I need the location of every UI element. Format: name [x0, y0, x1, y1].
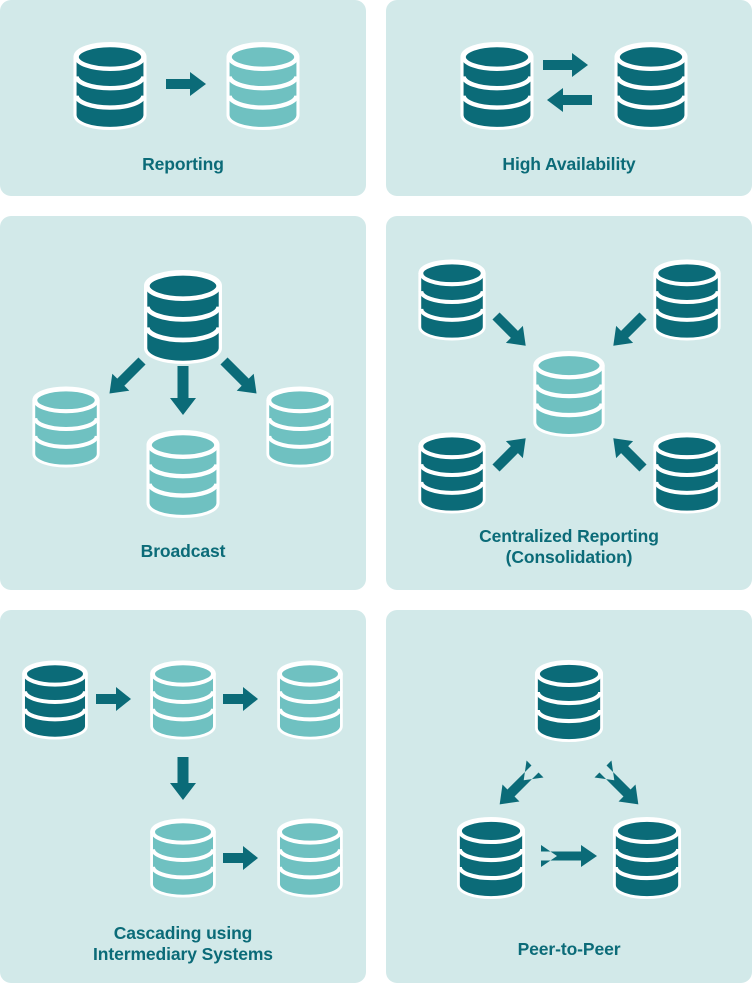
broadcast-illustration	[0, 216, 366, 590]
arrow-primary-to-secondary	[543, 53, 588, 77]
target-database-bottom-right	[280, 821, 340, 894]
caption-line: Reporting	[142, 154, 224, 174]
source-database	[25, 663, 85, 736]
arrow-bottom-left-to-bottom-right	[223, 846, 258, 870]
intermediary-database	[153, 663, 213, 736]
caption-line: Broadcast	[140, 541, 226, 561]
caption-line: Cascading using	[113, 923, 253, 943]
primary-database	[464, 45, 531, 127]
arrow-top-to-bottom-left	[499, 760, 544, 805]
arrow-top-left-to-center	[492, 312, 526, 346]
arrow-intermediary-to-bottom	[170, 757, 196, 800]
panel-caption-high-availability: High Availability	[386, 154, 752, 175]
panel-caption-reporting: Reporting	[0, 154, 366, 175]
arrow-source-to-left	[109, 357, 146, 394]
arrow-intermediary-to-top-right	[223, 687, 258, 711]
caption-line: High Availability	[502, 154, 636, 174]
consolidated-database-center	[536, 354, 601, 434]
high-availability-illustration	[386, 0, 752, 196]
source-database-top-right	[656, 262, 718, 337]
source-database	[77, 45, 144, 127]
cascading-illustration	[0, 610, 366, 983]
arrow-top-to-bottom-right	[594, 760, 639, 805]
arrow-secondary-to-primary	[547, 88, 592, 112]
arrow-top-right-to-center	[613, 312, 647, 346]
panel-cascading: Cascading using Intermediary Systems	[0, 610, 366, 983]
peer-database-top	[538, 663, 600, 739]
target-database-right	[269, 389, 331, 464]
panel-caption-cascading: Cascading using Intermediary Systems	[0, 923, 366, 965]
panel-centralized-reporting: Centralized Reporting (Consolidation)	[386, 216, 752, 590]
panel-caption-centralized-reporting: Centralized Reporting (Consolidation)	[386, 526, 752, 568]
source-database-bottom-right	[656, 435, 718, 510]
source-database-top-left	[421, 262, 483, 337]
caption-line: Peer-to-Peer	[517, 939, 621, 959]
caption-line: (Consolidation)	[505, 547, 633, 567]
peer-to-peer-illustration	[386, 610, 752, 983]
panel-caption-peer-to-peer: Peer-to-Peer	[386, 939, 752, 960]
arrow-source-to-intermediary	[96, 687, 131, 711]
reporting-illustration	[0, 0, 366, 196]
target-database-center	[150, 433, 217, 515]
source-database-bottom-left	[421, 435, 483, 510]
arrow-bottom-left-to-center	[492, 438, 526, 472]
arrow-bottom-left-to-bottom-right	[541, 845, 597, 867]
panel-broadcast: Broadcast	[0, 216, 366, 590]
source-database	[147, 273, 218, 360]
panel-high-availability: High Availability	[386, 0, 752, 196]
peer-database-bottom-right	[616, 820, 678, 896]
target-database	[230, 45, 297, 127]
panel-caption-broadcast: Broadcast	[0, 541, 366, 562]
arrow-source-to-center	[170, 366, 196, 415]
target-database-bottom-left	[153, 821, 213, 894]
caption-line: Intermediary Systems	[93, 944, 273, 964]
centralized-reporting-illustration	[386, 216, 752, 590]
target-database-top-right	[280, 663, 340, 736]
arrow-source-to-right	[220, 357, 257, 394]
target-database-left	[35, 389, 97, 464]
peer-database-bottom-left	[460, 820, 522, 896]
arrow-bottom-right-to-center	[613, 438, 647, 472]
panel-peer-to-peer: Peer-to-Peer	[386, 610, 752, 983]
caption-line: Centralized Reporting	[479, 526, 659, 546]
arrow-source-to-target	[166, 72, 206, 96]
secondary-database	[618, 45, 685, 127]
panel-reporting: Reporting	[0, 0, 366, 196]
